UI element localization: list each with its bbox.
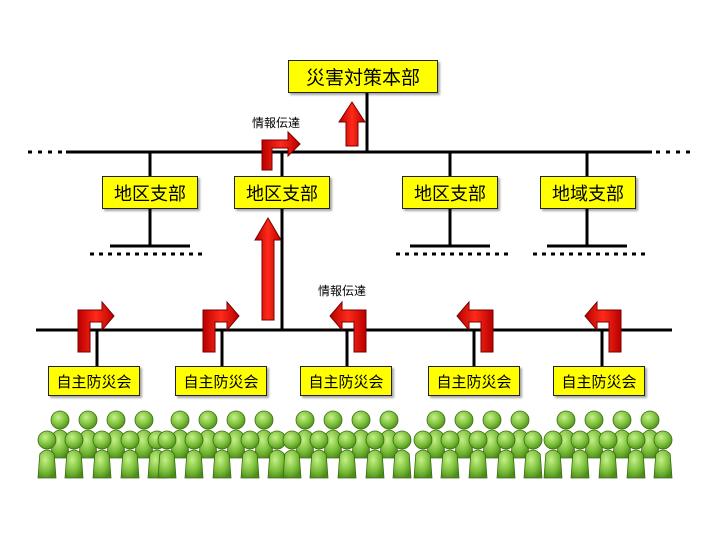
person-icon — [198, 410, 218, 459]
person-icon — [351, 410, 371, 459]
person-icon — [120, 430, 140, 479]
person-icon — [454, 410, 474, 459]
person-icon — [653, 430, 673, 479]
person-icon — [392, 430, 412, 479]
residents-groups — [37, 410, 673, 479]
person-icon — [212, 430, 232, 479]
bent-left-arrow-icon — [329, 300, 367, 353]
person-icon — [496, 430, 516, 479]
person-icon — [523, 430, 543, 479]
info-transfer-label-upper: 情報伝達 — [252, 116, 301, 130]
bent-right-arrow-icon — [261, 130, 301, 171]
info-transfer-label-lower: 情報伝達 — [318, 284, 367, 298]
person-icon — [365, 430, 385, 479]
person-icon — [37, 430, 57, 479]
branch-box: 地区支部 — [402, 176, 498, 209]
bent-left-arrow-icon — [456, 300, 494, 353]
up-arrow-icon — [338, 101, 366, 147]
person-icon — [337, 430, 357, 479]
person-icon — [64, 430, 84, 479]
person-icon — [598, 430, 618, 479]
person-icon — [543, 430, 563, 479]
person-icon — [240, 430, 260, 479]
person-icon — [226, 410, 246, 459]
up-arrow-icon — [254, 217, 282, 321]
person-icon — [184, 430, 204, 479]
branch-box: 地域支部 — [540, 176, 636, 209]
person-icon — [254, 410, 274, 459]
person-icon — [157, 430, 177, 479]
person-icon — [584, 410, 604, 459]
person-icon — [440, 430, 460, 479]
person-icon — [92, 430, 112, 479]
association-box: 自主防災会 — [428, 366, 520, 396]
person-icon — [106, 410, 126, 459]
hq-box: 災害対策本部 — [288, 60, 438, 93]
branch-box: 地区支部 — [102, 176, 198, 209]
person-icon — [612, 410, 632, 459]
association-box: 自主防災会 — [48, 366, 140, 396]
bent-right-arrow-icon — [77, 300, 115, 353]
person-icon — [309, 430, 329, 479]
person-icon — [482, 410, 502, 459]
bent-left-arrow-icon — [584, 300, 622, 353]
person-icon — [640, 410, 660, 459]
person-icon — [626, 430, 646, 479]
person-icon — [468, 430, 488, 479]
association-box: 自主防災会 — [553, 366, 645, 396]
association-box: 自主防災会 — [300, 366, 392, 396]
branch-box: 地区支部 — [234, 176, 330, 209]
person-icon — [413, 430, 433, 479]
person-icon — [282, 430, 302, 479]
bent-right-arrow-icon — [202, 300, 240, 353]
person-icon — [570, 430, 590, 479]
person-icon — [323, 410, 343, 459]
person-icon — [78, 410, 98, 459]
association-box: 自主防災会 — [175, 366, 267, 396]
